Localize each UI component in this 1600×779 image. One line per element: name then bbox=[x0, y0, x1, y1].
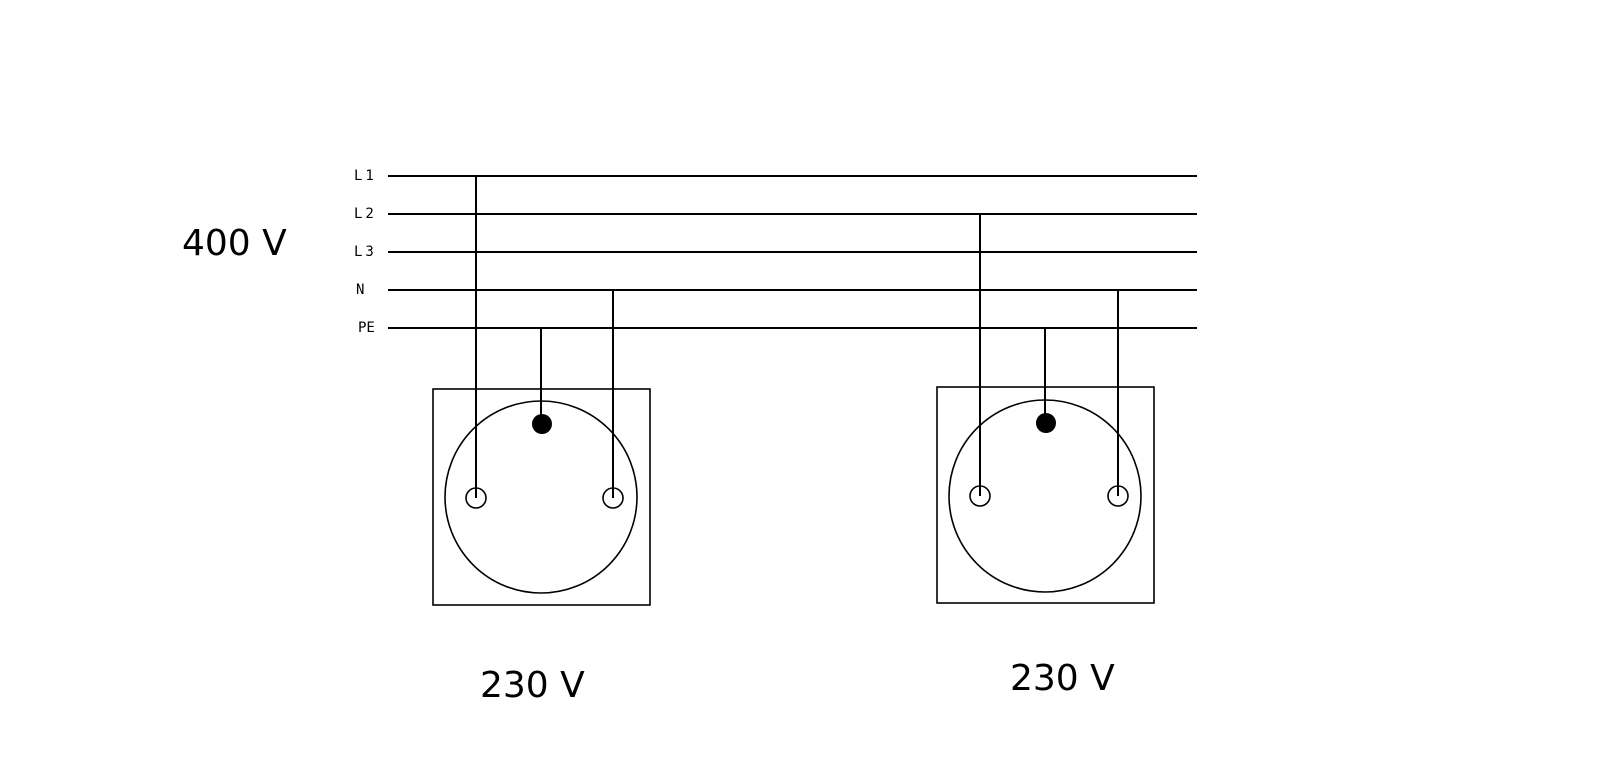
socket-2 bbox=[936, 214, 1155, 604]
socket-1 bbox=[432, 176, 651, 606]
bus-label-l2: L2 bbox=[354, 206, 377, 222]
bus-label-l3: L3 bbox=[354, 244, 377, 260]
supply-voltage-label: 400 V bbox=[182, 223, 287, 264]
bus-label-pe: PE bbox=[358, 320, 375, 336]
bus-label-l1: L1 bbox=[354, 168, 377, 184]
socket-2-voltage-label: 230 V bbox=[1010, 658, 1115, 699]
bus-label-n: N bbox=[356, 282, 364, 298]
socket-1-voltage-label: 230 V bbox=[480, 665, 585, 706]
